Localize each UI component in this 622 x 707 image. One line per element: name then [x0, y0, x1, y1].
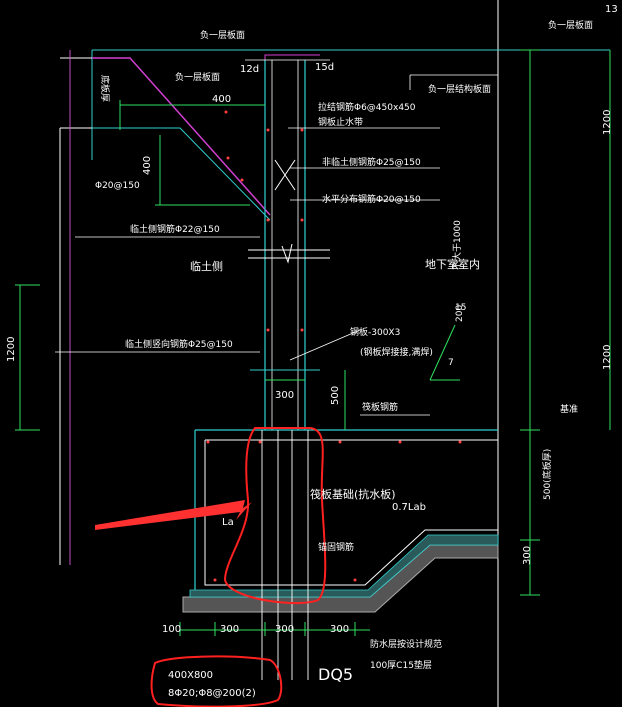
dim-300-wall: 300	[275, 390, 294, 401]
label-anchor-bars: 锚固钢筋	[318, 541, 354, 553]
dim-15d: 15d	[315, 62, 334, 73]
label-waterstop: 钢板止水带	[318, 116, 363, 128]
dim-400-vertical: 400	[142, 156, 153, 175]
dim-100: 100	[162, 624, 181, 635]
red-highlight-outline	[223, 427, 327, 605]
label-top-struct: 负一层结构板面	[428, 83, 491, 95]
label-beam-rebar: 8Φ20;Φ8@200(2)	[168, 688, 256, 699]
dim-1200-left: 1200	[6, 337, 17, 362]
red-arrow	[95, 500, 252, 530]
label-waterproof: 防水层按设计规范	[370, 638, 442, 650]
label-cushion: 100厚C15垫层	[370, 659, 432, 671]
dim-not-more-1000: 不大于1000	[451, 220, 463, 270]
label-wall-vertical-bars: 非临土侧钢筋Φ25@150	[322, 156, 421, 168]
dim-300-a: 300	[220, 624, 239, 635]
label-basement: 地下室室内	[425, 257, 480, 271]
dim-1200-right-top: 1200	[602, 110, 613, 135]
label-raft-foundation: 筏板基础(抗水板)	[310, 487, 396, 501]
label-la: La	[222, 517, 234, 528]
dim-angle-7: 7	[448, 358, 454, 368]
label-top-slab: 负一层板面	[200, 29, 245, 41]
label-top-right: 负一层板面	[548, 19, 593, 31]
label-lacing-bars: 拉结钢筋Φ6@450x450	[318, 101, 416, 113]
dim-300-vertical: 300	[522, 546, 533, 565]
dim-1200-right-bottom: 1200	[602, 345, 613, 370]
cushion-layer	[182, 544, 499, 613]
label-beam-section: 400X800	[168, 670, 213, 681]
rebar-dots	[206, 110, 462, 582]
label-horizontal-bars: 水平分布钢筋Φ20@150	[322, 193, 421, 205]
dim-500-slab: 500(底板厚)	[541, 449, 553, 500]
dim-12d: 12d	[240, 64, 259, 75]
dim-angle-15: 15	[455, 303, 466, 313]
label-corner: 13	[605, 4, 618, 15]
dimension-lines	[15, 49, 611, 636]
label-raft-bars: 筏板钢筋	[362, 401, 398, 413]
label-reference: DQ5	[318, 665, 353, 684]
red-highlight-label	[150, 655, 283, 707]
dim-300-b: 300	[275, 624, 294, 635]
label-soil-vertical-bars: 临土侧竖向钢筋Φ25@150	[125, 338, 233, 350]
label-lab: 0.7Lab	[392, 502, 426, 513]
haunch-line	[92, 57, 271, 216]
dim-300-c: 300	[330, 624, 349, 635]
dim-400: 400	[212, 94, 231, 105]
label-slab-left: 负一层板面	[175, 71, 220, 83]
label-datum: 基准	[560, 403, 578, 415]
dim-angle-200: 200	[455, 305, 465, 322]
label-steel-plate-note: (钢板焊接接,满焊)	[360, 346, 433, 358]
dim-500: 500	[330, 386, 341, 405]
label-steel-plate: 钢板-300X3	[350, 326, 400, 338]
label-soil-side-bars: 临土侧钢筋Φ22@150	[130, 223, 220, 235]
label-slab-thickness: 底板厚	[99, 75, 111, 102]
label-phi20: Φ20@150	[95, 181, 140, 191]
label-soil-side: 临土侧	[190, 259, 223, 273]
